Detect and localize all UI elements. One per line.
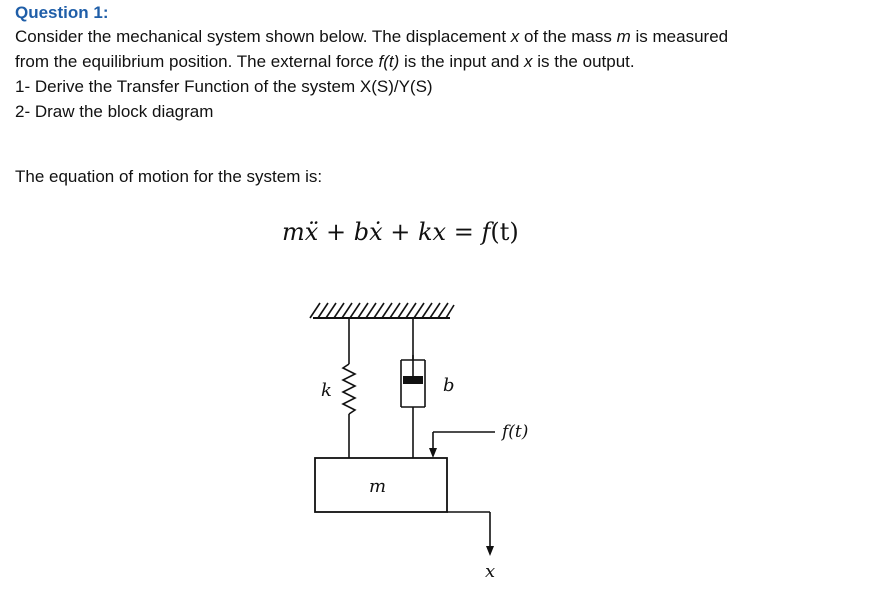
- spring-label: k: [321, 380, 332, 401]
- eq-stiffness: k: [417, 218, 433, 246]
- variable-m: m: [616, 27, 631, 46]
- damper-label: b: [443, 375, 455, 396]
- force-input: [429, 431, 495, 458]
- variable-x: x: [510, 27, 520, 46]
- equation-of-motion: mẍ + bẋ + kx = f(t): [282, 218, 519, 246]
- mass-label: m: [369, 476, 386, 497]
- text-segment: is the input and: [399, 52, 525, 71]
- eq-plus: +: [382, 218, 418, 246]
- problem-line-1: Consider the mechanical system shown bel…: [15, 27, 728, 47]
- text-segment: Consider the mechanical system shown bel…: [15, 27, 511, 46]
- eq-x-dot: ẋ: [369, 218, 383, 246]
- eq-force-arg: (t): [490, 218, 519, 246]
- eq-damping: b: [353, 218, 370, 246]
- force-label: f(t): [500, 422, 528, 442]
- eq-x-double-dot: ẍ: [304, 218, 319, 246]
- eq-force: f: [481, 218, 491, 246]
- displacement-arrow: [447, 511, 494, 556]
- text-segment: is measured: [630, 27, 729, 46]
- fixed-ceiling: [309, 302, 455, 319]
- mass-block: [314, 457, 448, 513]
- eq-plus: +: [318, 218, 354, 246]
- text-segment: is the output.: [532, 52, 635, 71]
- text-segment: from the equilibrium position. The exter…: [15, 52, 379, 71]
- displacement-label: x: [485, 561, 495, 582]
- problem-line-2: from the equilibrium position. The exter…: [15, 52, 635, 72]
- text-segment: of the mass: [519, 27, 617, 46]
- variable-x: x: [524, 52, 533, 71]
- eq-mass: m: [282, 218, 305, 246]
- equation-intro: The equation of motion for the system is…: [15, 167, 323, 186]
- spring: [341, 318, 357, 458]
- task-1: 1- Derive the Transfer Function of the s…: [15, 77, 433, 96]
- variable-f-t: f(t): [378, 52, 400, 71]
- damper: [400, 318, 426, 458]
- question-title: Question 1:: [15, 3, 109, 22]
- eq-equals: =: [446, 218, 482, 246]
- eq-x: x: [432, 218, 447, 246]
- task-2: 2- Draw the block diagram: [15, 102, 214, 121]
